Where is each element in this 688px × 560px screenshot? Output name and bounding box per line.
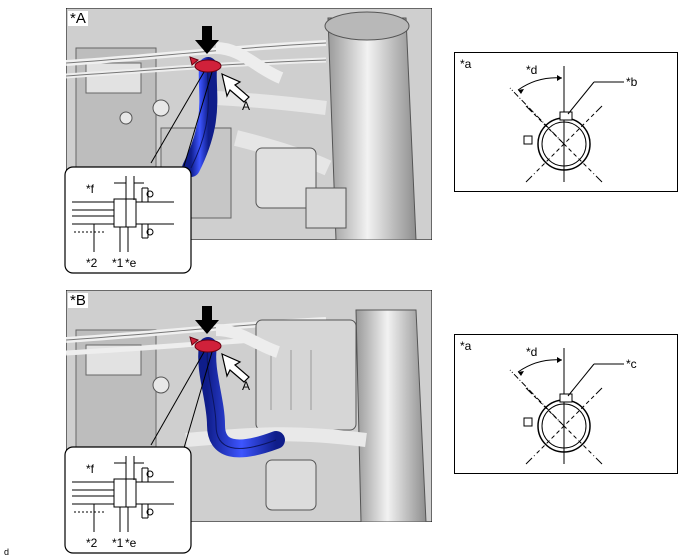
- detail-label-e-a: *e: [125, 256, 137, 270]
- arrow-label-b: A: [242, 379, 251, 393]
- figure-label-b: *B: [68, 292, 88, 309]
- detail-label-f-b: *f: [86, 462, 95, 476]
- clamp-label-d-b: *d: [526, 345, 538, 359]
- clamp-diagram-b: *a *d *c: [454, 334, 678, 474]
- detail-label-f-a: *f: [86, 182, 95, 196]
- clamp-diagram-a: *a *d *b: [454, 52, 678, 192]
- engine-illustration-b: *B A: [65, 289, 433, 523]
- detail-drawing-b: [64, 446, 192, 554]
- clamp-label-a-b: *a: [460, 339, 472, 353]
- clamp-label-part-b: *c: [626, 357, 637, 371]
- clamp-drawing-b: [454, 334, 678, 474]
- detail-inset-b: *f *2 *1 *e: [64, 446, 192, 554]
- detail-label-2-b: *2: [86, 536, 98, 550]
- clamp-label-part-a: *b: [626, 75, 638, 89]
- footer-code: d: [4, 547, 10, 557]
- clamp-drawing-a: [454, 52, 678, 192]
- detail-inset-a: *f *2 *1 *e: [64, 166, 192, 274]
- arrow-label-a: A: [242, 99, 251, 113]
- detail-label-1-a: *1: [112, 256, 124, 270]
- detail-label-1-b: *1: [112, 536, 124, 550]
- engine-drawing-b: [65, 289, 433, 523]
- detail-label-2-a: *2: [86, 256, 98, 270]
- detail-drawing-a: [64, 166, 192, 274]
- detail-label-e-b: *e: [125, 536, 137, 550]
- figure-label-a: *A: [68, 10, 88, 27]
- clamp-label-a-a: *a: [460, 57, 472, 71]
- clamp-label-d-a: *d: [526, 63, 538, 77]
